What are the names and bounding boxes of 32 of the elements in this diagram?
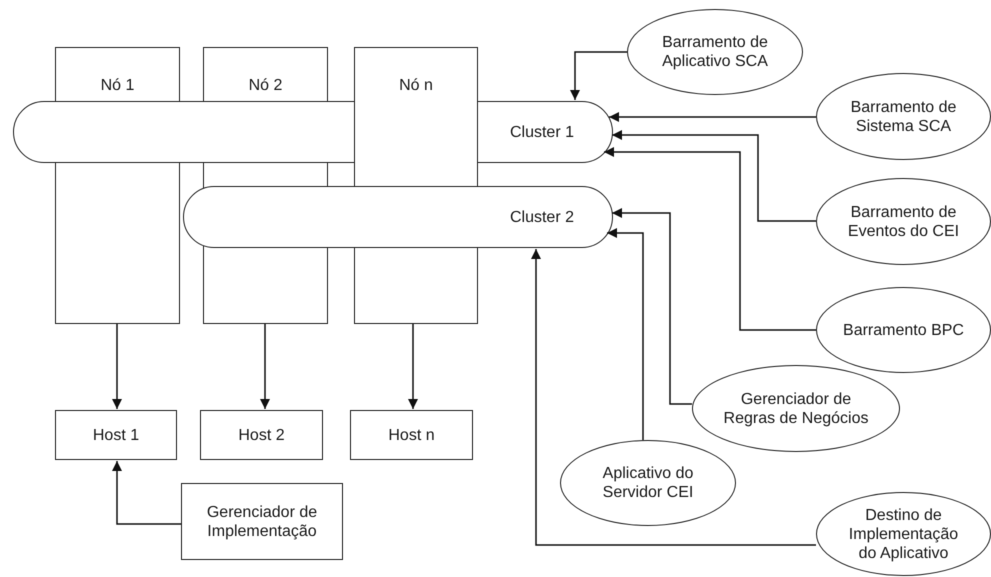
node-label: Host 2 xyxy=(238,426,285,444)
node-box xyxy=(181,483,343,560)
node-label: Nó 2 xyxy=(248,76,282,95)
node-label: Cluster 1 xyxy=(510,122,574,142)
arrow xyxy=(612,208,692,405)
arrow xyxy=(604,147,816,331)
arrow xyxy=(408,324,418,409)
cluster-pill xyxy=(183,186,613,248)
arrow xyxy=(570,51,627,100)
arrow xyxy=(531,249,816,546)
node-label: Cluster 2 xyxy=(510,208,574,226)
node-label: Aplicativo do Servidor CEI xyxy=(602,464,694,502)
node-label: Host 1 xyxy=(92,426,140,444)
node-label: Barramento de Sistema SCA xyxy=(850,98,958,136)
arrow xyxy=(260,324,270,409)
node-label: Gerenciador de Regras de Negócios xyxy=(722,390,870,428)
arrow xyxy=(609,112,816,122)
node-box xyxy=(200,410,323,460)
arrow xyxy=(607,228,644,440)
arrow xyxy=(112,461,181,525)
node-box xyxy=(55,410,177,460)
node-label: Nó 1 xyxy=(100,76,134,95)
node-label: Host n xyxy=(388,426,435,444)
arrow xyxy=(112,324,122,409)
node-label: Barramento BPC xyxy=(843,320,964,340)
node-box xyxy=(350,410,473,460)
node-label: Destino de Implementação do Aplicativo xyxy=(848,506,960,562)
node-label: Barramento de Eventos do CEI xyxy=(846,202,960,240)
node-label: Gerenciador de Implementação xyxy=(206,502,318,540)
arrow xyxy=(612,130,816,222)
node-label: Barramento de Aplicativo SCA xyxy=(661,33,769,71)
node-label: Nó n xyxy=(399,76,433,95)
